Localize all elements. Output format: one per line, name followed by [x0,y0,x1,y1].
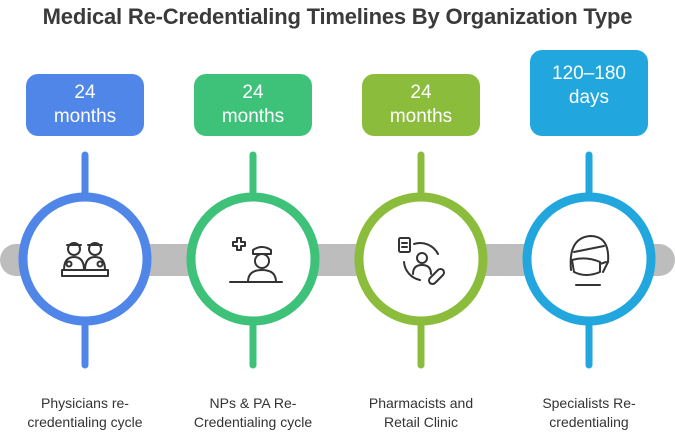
duration-text-nps-pa: 24 months [194,74,312,136]
timeline-step-pharmacists [354,74,488,369]
timeline-step-specialists [522,50,656,369]
specialist-masked-icon [569,235,610,286]
pharmacist-icon [398,237,446,286]
duration-badge [26,74,144,136]
page-title: Medical Re-Credentialing Timelines By Or… [42,4,633,29]
duration-unit: months [53,106,117,127]
label-line: credentialing [549,414,629,430]
step-label-specialists: Specialists Re- credentialing [504,394,674,432]
duration-value: 24 [410,82,432,103]
step-circle-inner [39,213,131,305]
physicians-group-icon [61,242,109,277]
step-label-physicians: Physicians re- credentialing cycle [0,394,170,432]
duration-badge [530,50,648,136]
duration-value: 24 [242,82,264,103]
duration-unit: months [221,106,285,127]
label-line: Specialists Re- [542,395,636,411]
duration-text-specialists: 120–180 days [530,50,648,122]
duration-value: 120–180 [552,63,626,84]
step-circle-inner [375,213,467,305]
timeline-step-nps-pa [186,74,320,369]
step-label-pharmacists: Pharmacists and Retail Clinic [336,394,506,432]
duration-text-pharmacists: 24 months [362,74,480,136]
step-label-nps-pa: NPs & PA Re- Credentialing cycle [168,394,338,432]
duration-badge [362,74,480,136]
duration-badge [194,74,312,136]
label-line: NPs & PA Re- [209,395,297,411]
duration-text-physicians: 24 months [26,74,144,136]
step-circle-inner [207,213,299,305]
duration-unit: days [568,87,610,108]
nurse-practitioner-icon [229,237,283,283]
label-line: Pharmacists and [368,395,474,411]
duration-value: 24 [74,82,96,103]
label-line: Physicians re- [41,395,129,411]
duration-unit: months [389,106,453,127]
label-line: Retail Clinic [384,414,458,430]
timeline-track [0,244,675,276]
label-line: credentialing cycle [27,414,143,430]
timeline-step-physicians [18,74,152,369]
label-line: Credentialing cycle [193,414,313,430]
